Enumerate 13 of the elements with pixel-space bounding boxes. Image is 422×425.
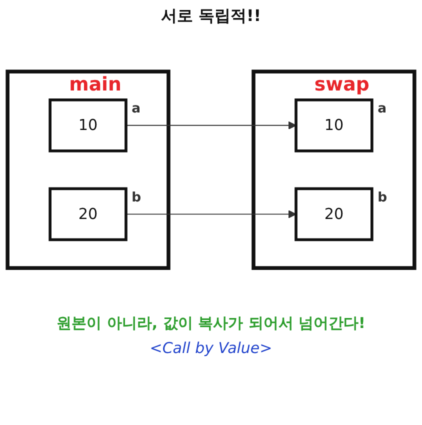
- caption: <Call by Value>: [148, 339, 274, 357]
- variable-name: a: [132, 101, 141, 116]
- variable-name: b: [132, 190, 142, 205]
- node-box: 20: [294, 186, 374, 241]
- annotation-text: 원본이 아니라, 값이 복사가 되어서 넘어간다!: [56, 314, 366, 333]
- variable-name: a: [378, 101, 387, 116]
- arrow: [126, 120, 296, 130]
- node-box: 10: [48, 98, 128, 152]
- arrow: [126, 210, 296, 218]
- node-box: 20: [48, 186, 128, 241]
- note-text: 서로 독립적!!: [160, 6, 262, 27]
- node-box: 10: [294, 98, 374, 152]
- variable-name: b: [378, 190, 388, 205]
